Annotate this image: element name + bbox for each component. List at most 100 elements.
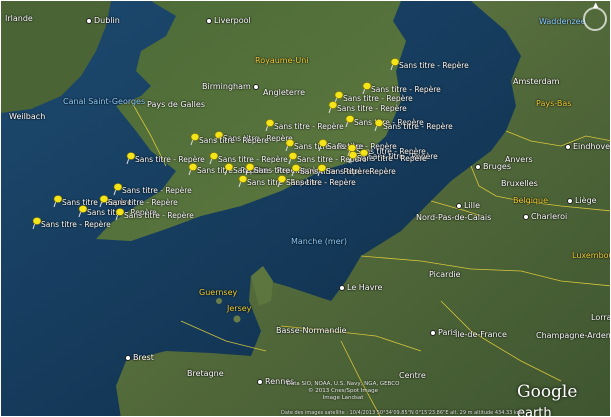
label-pays-bas: Pays-Bas	[536, 99, 572, 108]
pushpin-icon[interactable]	[374, 119, 384, 131]
pushpin-icon[interactable]	[328, 101, 338, 113]
label-lorraine: Lorra	[591, 313, 611, 322]
pushpin-icon[interactable]	[317, 164, 327, 176]
pushpin-icon[interactable]	[78, 205, 88, 217]
logo-primary: Google	[517, 382, 578, 402]
marker-label[interactable]: Sans titre - Repère	[197, 166, 267, 175]
label-brest-text: Brest	[133, 353, 154, 362]
credits-line-3: Image Landsat	[322, 395, 364, 401]
pushpin-icon[interactable]	[345, 115, 355, 127]
marker-label[interactable]: Sans titre - Repère	[327, 142, 397, 151]
label-liverpool: Liverpool	[206, 16, 251, 25]
label-dublin-text: Dublin	[94, 16, 120, 25]
credits-line-2: © 2013 Cnes/Spot Image	[308, 388, 378, 394]
pushpin-icon[interactable]	[53, 195, 63, 207]
compass-control[interactable]	[583, 7, 607, 31]
label-paris: Paris	[430, 328, 457, 337]
pushpin-icon[interactable]	[188, 163, 198, 175]
marker-label[interactable]: Sans titre - Repère	[356, 147, 426, 156]
label-belgique: Belgique	[513, 196, 549, 205]
pushpin-icon[interactable]	[245, 163, 255, 175]
city-dot	[523, 213, 529, 220]
marker-label[interactable]: Sans titre - Repère	[354, 118, 424, 127]
pushpin-icon[interactable]	[288, 152, 298, 164]
label-centre: Centre	[399, 371, 426, 380]
city-dot	[206, 17, 212, 24]
guernsey-island	[216, 298, 222, 304]
label-irlande: Irlande	[5, 14, 33, 23]
label-dublin: Dublin	[86, 16, 120, 25]
pushpin-icon[interactable]	[113, 183, 123, 195]
marker-label[interactable]: Sans titre - Repère	[357, 154, 427, 163]
marker-label[interactable]: Sans titre - Repère	[108, 198, 178, 207]
marker-label[interactable]: Sans titre - Repère	[383, 122, 453, 131]
label-lille-text: Lille	[464, 201, 481, 210]
pushpin-icon[interactable]	[238, 175, 248, 187]
label-liege-text: Liège	[575, 196, 597, 205]
pushpin-icon[interactable]	[99, 195, 109, 207]
marker-label[interactable]: Sans titre - Repère	[218, 155, 288, 164]
marker-label[interactable]: Sans titre - Repère	[274, 122, 344, 131]
marker-label[interactable]: Sans titre - Repère	[223, 134, 293, 143]
city-dot	[565, 143, 571, 150]
pushpin-icon[interactable]	[214, 131, 224, 143]
pushpin-icon[interactable]	[318, 139, 328, 151]
marker-label[interactable]: Sans titre - Repère	[62, 198, 132, 207]
city-dot	[475, 163, 481, 170]
pushpin-icon[interactable]	[209, 152, 219, 164]
pushpin-icon[interactable]	[348, 151, 358, 163]
city-dot	[125, 354, 131, 361]
marker-label[interactable]: Sans titre - Repère	[371, 85, 441, 94]
marker-label[interactable]: Sans titre - Repère	[286, 178, 356, 187]
marker-label[interactable]: Sans titre - Repère	[326, 167, 396, 176]
pushpin-icon[interactable]	[362, 82, 372, 94]
marker-label[interactable]: Sans titre - Repère	[294, 142, 364, 151]
marker-label[interactable]: Sans titre - Repère	[122, 186, 192, 195]
pushpin-icon[interactable]	[291, 164, 301, 176]
pushpin-icon[interactable]	[285, 139, 295, 151]
marker-label[interactable]: Sans titre - Repère	[254, 166, 324, 175]
pushpin-icon[interactable]	[115, 208, 125, 220]
land-great-britain	[96, 1, 406, 241]
city-dot	[339, 284, 345, 291]
label-picardie: Picardie	[429, 270, 461, 279]
city-dot	[257, 378, 263, 385]
pushpin-icon[interactable]	[359, 149, 369, 161]
marker-label[interactable]: Sans titre - Repère	[368, 152, 438, 161]
label-weilbach: Weilbach	[9, 112, 46, 121]
label-bruges-text: Bruges	[483, 162, 512, 171]
land-continent	[116, 1, 610, 416]
google-earth-logo: Google earth	[517, 382, 610, 417]
marker-label[interactable]: Sans titre - Repère	[199, 136, 269, 145]
pushpin-icon[interactable]	[190, 133, 200, 145]
imagery-credits: Data SIO, NOAA, U.S. Navy, NGA, GEBCO © …	[273, 381, 413, 402]
pushpin-icon[interactable]	[126, 152, 136, 164]
label-charleroi-text: Charleroi	[531, 212, 568, 221]
marker-label[interactable]: Sans titre - Repère	[300, 167, 370, 176]
marker-label[interactable]: Sans titre - Repère	[41, 220, 111, 229]
marker-label[interactable]: Sans titre - Repère	[399, 61, 469, 70]
pushpin-icon[interactable]	[277, 175, 287, 187]
marker-label[interactable]: Sans titre - Repère	[135, 155, 205, 164]
pushpin-icon[interactable]	[390, 58, 400, 70]
city-dot	[567, 197, 573, 204]
logo-secondary: earth	[517, 406, 552, 417]
border-lines	[130, 100, 610, 416]
status-bar: Date des images satellite : 10/4/2013 50…	[281, 410, 522, 416]
pushpin-icon[interactable]	[265, 119, 275, 131]
jersey-island	[233, 315, 241, 323]
marker-label[interactable]: Sans titre - Repère	[124, 211, 194, 220]
label-anvers: Anvers	[505, 155, 533, 164]
label-bruges: Bruges	[475, 162, 511, 171]
marker-label[interactable]: Sans titre - Repère	[297, 155, 367, 164]
label-waddenzee: Waddenzee	[539, 17, 586, 26]
marker-label[interactable]: Sans titre - Repère	[233, 166, 303, 175]
label-champagne-ardenne: Champagne-Ardenne	[536, 331, 611, 340]
pushpin-icon[interactable]	[32, 217, 42, 229]
marker-label[interactable]: Sans titre - Repère	[337, 104, 407, 113]
pushpin-icon[interactable]	[224, 163, 234, 175]
city-dot	[430, 329, 436, 336]
marker-label[interactable]: Sans titre - Repère	[343, 94, 413, 103]
label-royaume-uni: Royaume-Uni	[255, 56, 309, 65]
